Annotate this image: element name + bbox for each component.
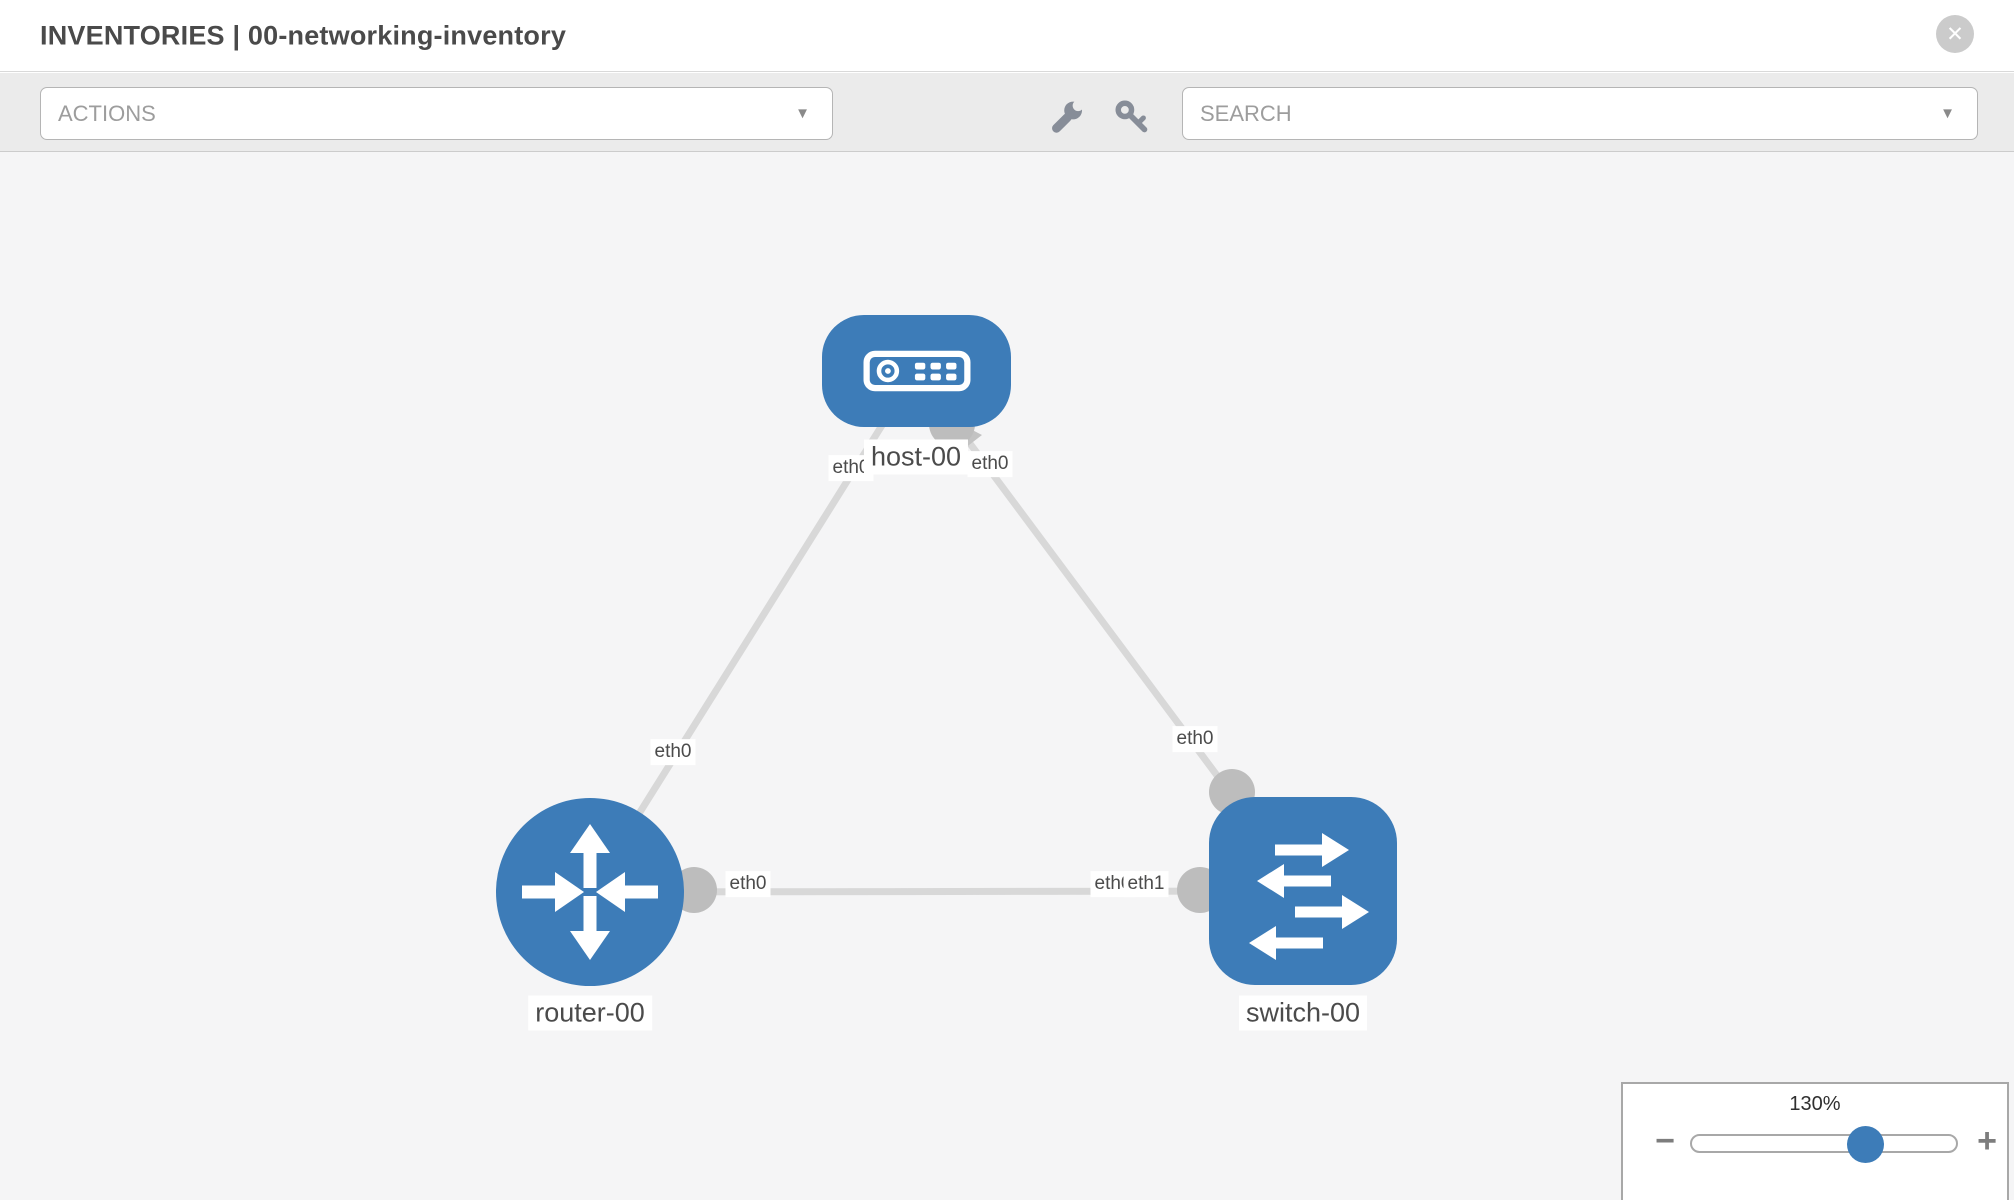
actions-dropdown[interactable]: ▼ [40,87,833,140]
zoom-slider-track[interactable] [1690,1134,1958,1153]
zoom-panel: 130% − + [1621,1082,2009,1200]
node-name-label: host-00 [863,439,969,475]
router-icon [522,824,658,960]
topology-canvas[interactable]: eth0 eth0 eth0 eth0 eth0 eth0 eth1 host-… [0,152,2014,1200]
wrench-button[interactable] [1046,97,1086,137]
toolbar: ▼ ▼ [0,73,2014,152]
interface-label: eth0 [725,871,771,897]
page-title: INVENTORIES | 00-networking-inventory [40,20,567,50]
search-dropdown[interactable]: ▼ [1182,87,1978,140]
interface-label: eth1 [1123,871,1169,897]
node-name-label: router-00 [528,995,652,1031]
node-host-00[interactable] [822,315,1011,427]
close-icon: ✕ [1946,22,1964,46]
close-button[interactable]: ✕ [1936,15,1974,53]
node-switch-00[interactable] [1209,797,1397,985]
node-router-00[interactable] [496,798,684,986]
actions-input[interactable] [41,88,832,139]
search-input[interactable] [1183,88,1977,139]
key-button[interactable] [1112,97,1152,137]
zoom-level-readout: 130% [1789,1093,1841,1115]
zoom-out-button[interactable]: − [1655,1121,1675,1160]
links-layer [587,368,1306,913]
zoom-slider-handle[interactable] [1847,1126,1884,1163]
server-icon [863,350,970,392]
node-name-label: switch-00 [1238,995,1368,1031]
switch-icon [1249,833,1369,960]
key-icon [1115,100,1148,133]
interface-label: eth0 [1172,726,1218,752]
interface-label: eth0 [650,739,696,765]
zoom-in-button[interactable]: + [1977,1121,1997,1160]
wrench-icon [1052,100,1084,133]
interface-label: eth0 [967,451,1013,477]
header-bar: INVENTORIES | 00-networking-inventory ✕ [0,0,2014,72]
